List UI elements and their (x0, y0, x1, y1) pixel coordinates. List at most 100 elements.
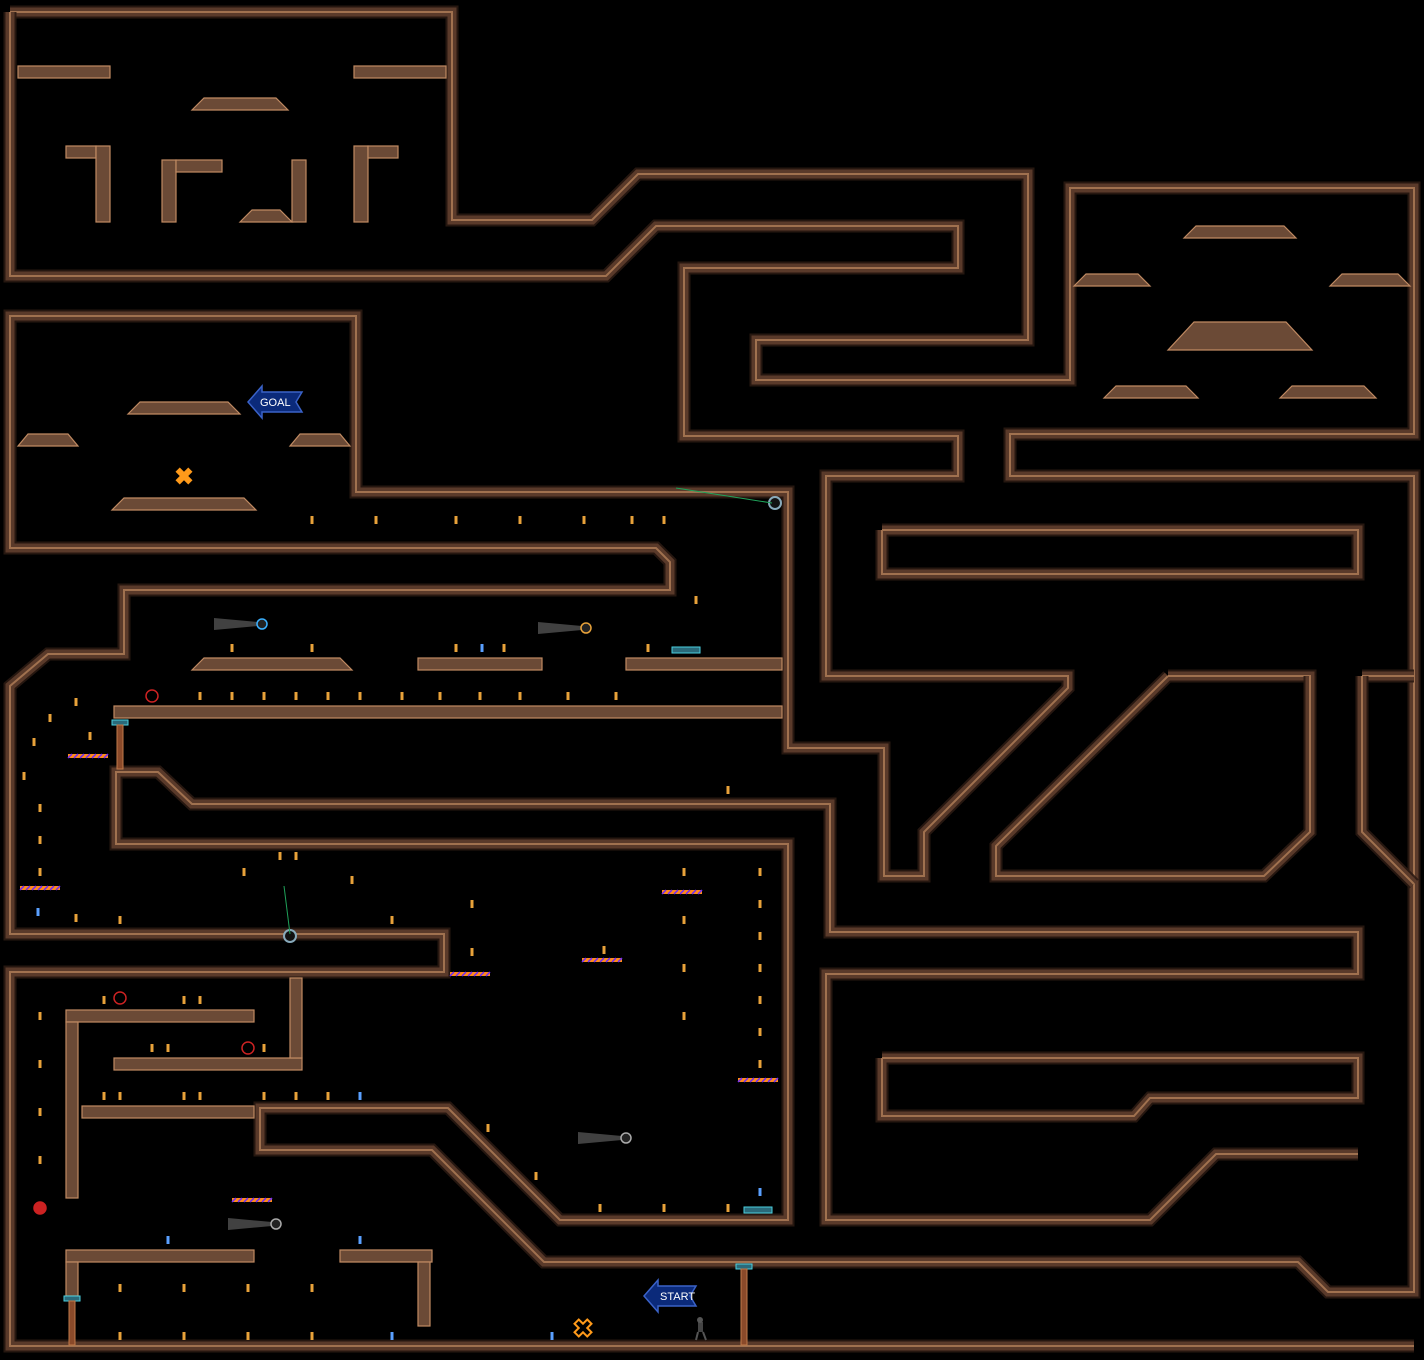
platform-slope (238, 209, 294, 223)
platform-slope (1328, 273, 1412, 287)
locked-door-icon (63, 1295, 81, 1346)
gold-piece-icon (150, 1044, 154, 1052)
launchpad-icon (19, 885, 61, 891)
level-items (19, 496, 782, 1346)
gold-piece-icon (374, 516, 378, 524)
gold-piece-icon (166, 1236, 170, 1244)
gold-piece-icon (182, 1284, 186, 1292)
gold-piece-icon (602, 946, 606, 954)
gold-piece-icon (758, 964, 762, 972)
platform-slope (190, 97, 290, 111)
platform (81, 1105, 255, 1119)
platform (65, 1009, 255, 1023)
start-label: START (660, 1291, 695, 1303)
gold-piece-icon (118, 1092, 122, 1100)
gold-piece-icon (358, 1092, 362, 1100)
gold-piece-icon (682, 868, 686, 876)
platform-slope (1278, 385, 1378, 399)
mine-icon (241, 1041, 255, 1055)
gold-piece-icon (486, 1124, 490, 1132)
zap-drone-icon (214, 618, 268, 630)
gold-piece-icon (22, 772, 26, 780)
gold-piece-icon (246, 1284, 250, 1292)
gold-piece-icon (758, 1188, 762, 1196)
gold-piece-icon (310, 1284, 314, 1292)
mine-icon (145, 689, 159, 703)
gold-piece-icon (310, 644, 314, 652)
gold-piece-icon (230, 644, 234, 652)
gold-piece-icon (278, 852, 282, 860)
gold-piece-icon (38, 868, 42, 876)
zap-drone-icon (538, 622, 592, 634)
platform (95, 145, 111, 223)
gold-piece-icon (198, 1092, 202, 1100)
gold-piece-icon (566, 692, 570, 700)
gold-piece-icon (358, 692, 362, 700)
platform (353, 65, 447, 79)
gold-piece-icon (480, 644, 484, 652)
launchpad-icon (737, 1077, 779, 1083)
player-ninja (695, 1317, 707, 1341)
platform-slope (1072, 273, 1152, 287)
gold-piece-icon (390, 916, 394, 924)
gold-piece-icon (262, 1092, 266, 1100)
gold-piece-icon (294, 852, 298, 860)
gold-piece-icon (454, 644, 458, 652)
locked-door-icon (111, 719, 129, 770)
gold-piece-icon (358, 1236, 362, 1244)
wall-block (881, 529, 1359, 575)
platform-slope (16, 433, 80, 447)
gold-piece-icon (262, 1044, 266, 1052)
gold-piece-icon (48, 714, 52, 722)
gold-piece-icon (758, 1028, 762, 1036)
goal-marker (175, 467, 193, 485)
gold-piece-icon (438, 692, 442, 700)
gold-piece-icon (118, 1332, 122, 1340)
gold-piece-icon (32, 738, 36, 746)
level-walls (3, 5, 1421, 1353)
gold-piece-icon (682, 964, 686, 972)
gold-piece-icon (294, 1092, 298, 1100)
platform-slope (339, 1249, 433, 1263)
gold-piece-icon (38, 1156, 42, 1164)
wall-outline-secondary (9, 12, 1414, 1347)
turret-laser (283, 885, 291, 935)
locked-door-icon (735, 1263, 753, 1346)
gold-piece-icon (310, 516, 314, 524)
gold-piece-icon (198, 996, 202, 1004)
gold-piece-icon (326, 1092, 330, 1100)
platform-slope (1166, 321, 1314, 351)
gold-piece-icon (262, 692, 266, 700)
gold-piece-icon (758, 932, 762, 940)
gold-piece-icon (230, 692, 234, 700)
mine-icon (33, 1201, 47, 1215)
wall-block (881, 1057, 1359, 1117)
gold-piece-icon (74, 914, 78, 922)
mine-icon (113, 991, 127, 1005)
gold-piece-icon (598, 1204, 602, 1212)
platform (291, 159, 307, 223)
gold-piece-icon (758, 868, 762, 876)
gold-piece-icon (630, 516, 634, 524)
gold-piece-icon (102, 1092, 106, 1100)
gold-piece-icon (326, 692, 330, 700)
launchpad-icon (743, 1206, 773, 1214)
gold-piece-icon (550, 1332, 554, 1340)
zap-drone-icon (228, 1218, 282, 1230)
platform-slope (190, 657, 354, 671)
gold-piece-icon (38, 1012, 42, 1020)
gold-piece-icon (390, 1332, 394, 1340)
platform (65, 145, 97, 159)
platform (65, 1261, 79, 1297)
gold-piece-icon (662, 1204, 666, 1212)
gold-piece-icon (36, 908, 40, 916)
wall-outline-main (10, 11, 1415, 1293)
gold-piece-icon (38, 1060, 42, 1068)
gold-piece-icon (400, 692, 404, 700)
gold-piece-icon (470, 900, 474, 908)
gold-piece-icon (758, 900, 762, 908)
level-platforms (16, 65, 1412, 1327)
turret-laser (675, 487, 773, 504)
gold-piece-icon (182, 996, 186, 1004)
